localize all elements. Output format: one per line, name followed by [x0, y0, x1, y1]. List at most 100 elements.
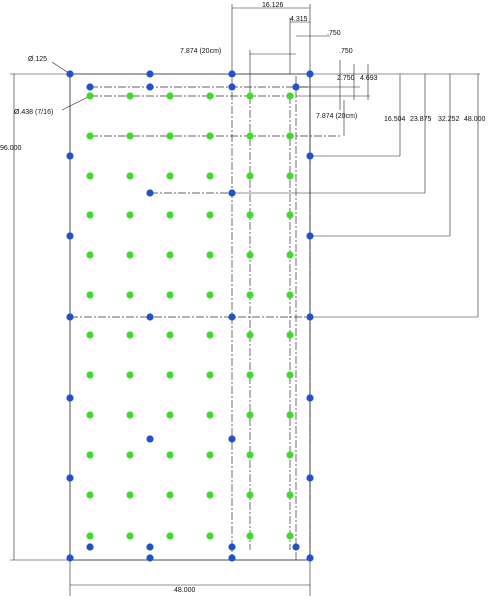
blue-hole	[306, 313, 314, 321]
green-hole	[166, 92, 174, 100]
centerlines	[70, 74, 340, 560]
blue-hole	[228, 554, 236, 562]
blue-hole	[228, 83, 236, 91]
blue-hole	[86, 543, 94, 551]
blue-hole	[306, 554, 314, 562]
green-hole	[246, 491, 254, 499]
green-hole	[86, 211, 94, 219]
green-hole	[126, 172, 134, 180]
green-hole	[246, 532, 254, 540]
green-hole	[126, 532, 134, 540]
green-hole	[166, 451, 174, 459]
blue-hole	[228, 189, 236, 197]
label-16-126: 16.126	[262, 2, 284, 9]
label-4-693: 4.693	[360, 75, 378, 82]
blue-hole	[146, 554, 154, 562]
blue-hole	[146, 189, 154, 197]
green-hole	[166, 371, 174, 379]
green-hole	[126, 331, 134, 339]
label-32-252: 32.252	[438, 116, 460, 123]
green-hole	[126, 92, 134, 100]
blue-hole	[66, 232, 74, 240]
blue-hole	[306, 232, 314, 240]
blue-hole	[146, 70, 154, 78]
dimension-labels: 16.126 4.315 .750 7.874 (20cm) .750 Ø.12…	[0, 2, 486, 594]
green-hole	[126, 211, 134, 219]
green-hole	[246, 291, 254, 299]
label-750-b: .750	[339, 48, 353, 55]
green-hole	[166, 132, 174, 140]
label-23-875: 23.875	[410, 116, 432, 123]
blue-hole	[306, 474, 314, 482]
green-hole	[86, 251, 94, 259]
green-hole	[246, 172, 254, 180]
green-hole	[246, 411, 254, 419]
green-hole	[246, 132, 254, 140]
green-hole	[166, 331, 174, 339]
green-hole	[166, 211, 174, 219]
green-hole	[86, 172, 94, 180]
label-16-504: 16.504	[384, 116, 406, 123]
green-hole	[206, 532, 214, 540]
holes	[66, 70, 314, 562]
green-hole	[126, 491, 134, 499]
green-hole	[206, 291, 214, 299]
green-hole	[286, 291, 294, 299]
green-hole	[126, 411, 134, 419]
blue-hole	[146, 435, 154, 443]
label-dia-125: Ø.125	[28, 56, 47, 63]
green-hole	[286, 451, 294, 459]
green-hole	[86, 491, 94, 499]
blue-hole	[66, 70, 74, 78]
green-hole	[166, 491, 174, 499]
blue-hole	[292, 83, 300, 91]
green-hole	[286, 251, 294, 259]
green-hole	[206, 132, 214, 140]
green-hole	[286, 172, 294, 180]
green-hole	[166, 411, 174, 419]
blue-hole	[146, 313, 154, 321]
green-hole	[286, 331, 294, 339]
green-hole	[206, 451, 214, 459]
green-hole	[206, 211, 214, 219]
green-hole	[246, 371, 254, 379]
green-hole	[286, 211, 294, 219]
green-hole	[126, 291, 134, 299]
green-hole	[206, 172, 214, 180]
green-hole	[206, 411, 214, 419]
label-7-874-top: 7.874 (20cm)	[180, 48, 221, 55]
green-hole	[206, 92, 214, 100]
green-hole	[206, 371, 214, 379]
label-750-top: .750	[327, 30, 341, 37]
green-hole	[286, 132, 294, 140]
blue-hole	[306, 152, 314, 160]
blue-hole	[146, 543, 154, 551]
green-hole	[86, 451, 94, 459]
green-hole	[286, 491, 294, 499]
blue-hole	[86, 83, 94, 91]
blue-hole	[228, 313, 236, 321]
label-48-bottom: 48.000	[174, 587, 196, 594]
blue-hole	[66, 554, 74, 562]
blue-hole	[228, 435, 236, 443]
green-hole	[126, 451, 134, 459]
blue-hole	[66, 152, 74, 160]
green-hole	[86, 371, 94, 379]
label-7-874-mid: 7.874 (20cm)	[316, 113, 357, 120]
green-hole	[166, 532, 174, 540]
green-hole	[86, 132, 94, 140]
green-hole	[206, 331, 214, 339]
green-hole	[86, 92, 94, 100]
green-hole	[246, 251, 254, 259]
label-48-right: 48.000	[464, 116, 486, 123]
blue-hole	[228, 543, 236, 551]
blue-hole	[66, 474, 74, 482]
green-hole	[86, 291, 94, 299]
label-4-315: 4.315	[290, 16, 308, 23]
green-hole	[166, 291, 174, 299]
green-hole	[286, 371, 294, 379]
green-hole	[166, 251, 174, 259]
blue-hole	[228, 70, 236, 78]
green-hole	[126, 132, 134, 140]
